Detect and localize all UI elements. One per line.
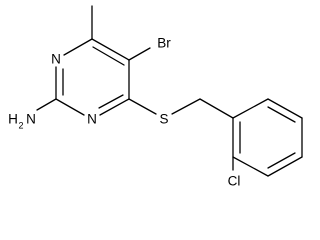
atom-label-br: Br: [157, 36, 171, 51]
bond-c4-c5: [91, 38, 130, 61]
bond-c6-s: [128, 98, 157, 115]
bond-ar4-ar5-inner: [267, 152, 296, 169]
atom-label-amine-subscript: 2: [18, 120, 23, 130]
atom-label-amine-h: H: [8, 112, 18, 127]
atom-label-s: S: [159, 112, 168, 127]
bond-s-ch2: [171, 98, 201, 115]
bond-c2-nh2: [36, 98, 57, 111]
bond-c5-br: [128, 47, 151, 61]
atom-label-n-top: N: [51, 52, 61, 67]
atom-label-amine-n: N: [26, 112, 36, 127]
bond-ar2-ar3-inner: [267, 106, 296, 123]
bond-ch2-aryl: [199, 98, 234, 119]
bond-c4-c5-inner: [92, 46, 125, 66]
molecule-structure: Br N N S Cl H 2 N: [8, 5, 303, 189]
bonds: [36, 5, 303, 177]
bond-n3-c4: [63, 38, 93, 56]
bond-ar2-ar3: [267, 98, 303, 119]
bond-ar5-ar6: [232, 156, 269, 177]
bond-ar4-ar5: [267, 156, 303, 177]
bond-n1-c2: [55, 98, 85, 116]
bond-c6-n1: [99, 98, 130, 116]
bond-c6-n1-inner: [98, 94, 124, 109]
atom-labels: Br N N S Cl H 2 N: [8, 36, 240, 189]
atom-label-cl: Cl: [228, 174, 241, 189]
bond-ar1-ar2: [232, 98, 269, 119]
atom-label-n-bottom: N: [87, 112, 97, 127]
structure-diagram: Br N N S Cl H 2 N: [8, 5, 303, 189]
